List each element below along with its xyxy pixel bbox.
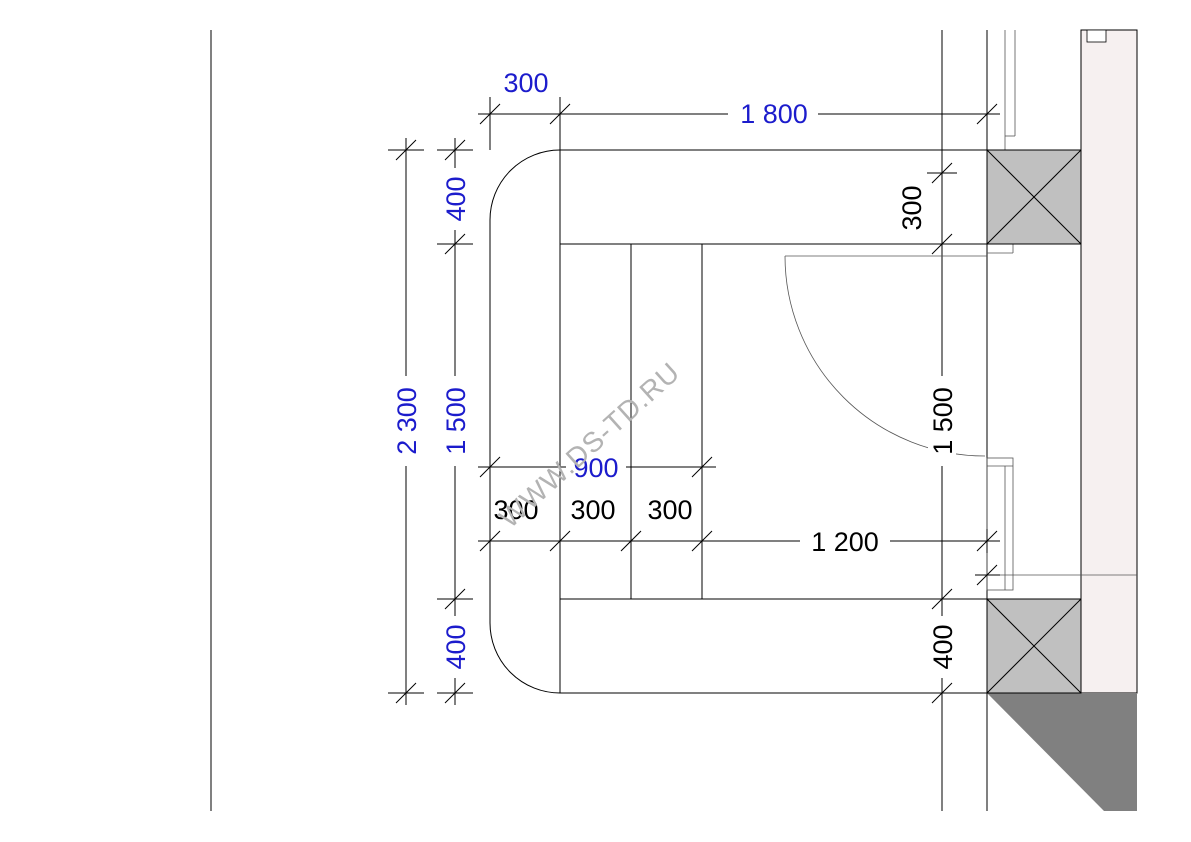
wall-panel [1080,29,1138,694]
shadow-triangle [987,693,1137,811]
wall-top-notch [1086,29,1107,43]
dim-top-left: 300 [503,68,548,98]
dim-left-top: 400 [441,176,471,221]
dim-left-middle: 1 500 [441,387,471,455]
dim-right-top: 300 [897,185,927,230]
dim-opening-width: 1 200 [811,527,879,557]
dim-step-1: 300 [493,495,538,525]
dim-left-bottom: 400 [441,624,471,669]
door-jamb [986,457,1014,591]
dim-right-bottom: 400 [928,624,958,669]
stair-outline [489,149,987,694]
dim-steps-total: 900 [573,453,618,483]
dim-left-overall: 2 300 [392,387,422,455]
dim-step-3: 300 [647,495,692,525]
dim-right-middle: 1 500 [928,387,958,455]
dim-step-2: 300 [570,495,615,525]
dim-top-right: 1 800 [740,99,808,129]
